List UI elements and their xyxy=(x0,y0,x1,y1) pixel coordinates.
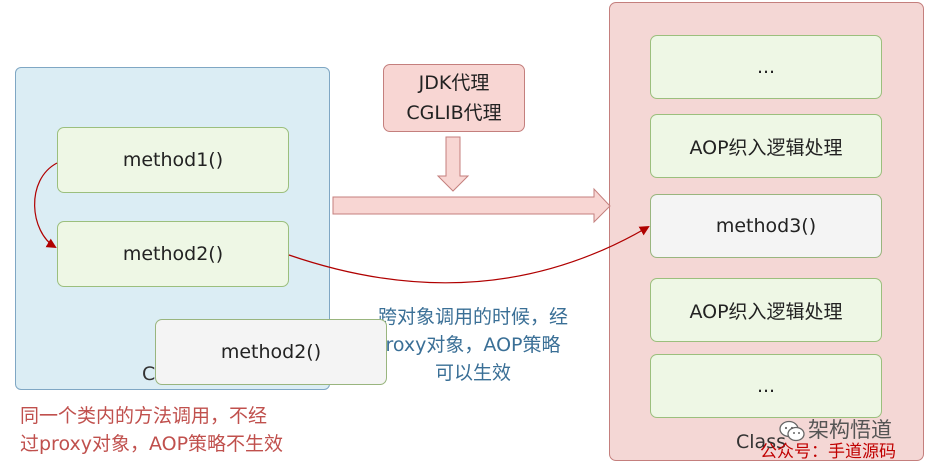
down-arrow xyxy=(436,136,470,192)
right-item-4: ... xyxy=(650,354,882,418)
external-method2-box: method2() xyxy=(155,319,387,385)
target-class-label: Class xyxy=(736,431,786,453)
cross-call-caption-line2: roxy对象，AOP策略 xyxy=(385,334,561,356)
big-right-arrow xyxy=(332,187,611,224)
cross-call-arrow xyxy=(288,225,650,284)
wechat-icon xyxy=(778,419,806,443)
method2-box: method2() xyxy=(57,221,289,287)
internal-call-arrow xyxy=(34,162,58,249)
method1-box: method1() xyxy=(57,127,289,193)
proxy-line1: JDK代理 xyxy=(418,72,490,94)
right-item-1: AOP织入逻辑处理 xyxy=(650,114,882,178)
internal-call-caption-line1: 同一个类内的方法调用，不经 xyxy=(20,405,268,427)
cross-call-caption-line3: 可以生效 xyxy=(434,362,511,384)
proxy-line2: CGLIB代理 xyxy=(406,102,502,124)
internal-call-caption-line2: 过proxy对象，AOP策略不生效 xyxy=(20,433,284,455)
right-item-3: AOP织入逻辑处理 xyxy=(650,278,882,342)
proxy-type-box: JDK代理 CGLIB代理 xyxy=(383,64,525,132)
watermark-title: 架构悟道 xyxy=(808,418,892,442)
caller-class-label: C xyxy=(142,363,156,385)
right-item-2: method3() xyxy=(650,194,882,258)
right-item-0: ... xyxy=(650,35,882,99)
watermark-subtitle: 公众号：手道源码 xyxy=(760,442,896,462)
cross-call-caption-line1: 跨对象调用的时候，经 xyxy=(377,306,568,328)
